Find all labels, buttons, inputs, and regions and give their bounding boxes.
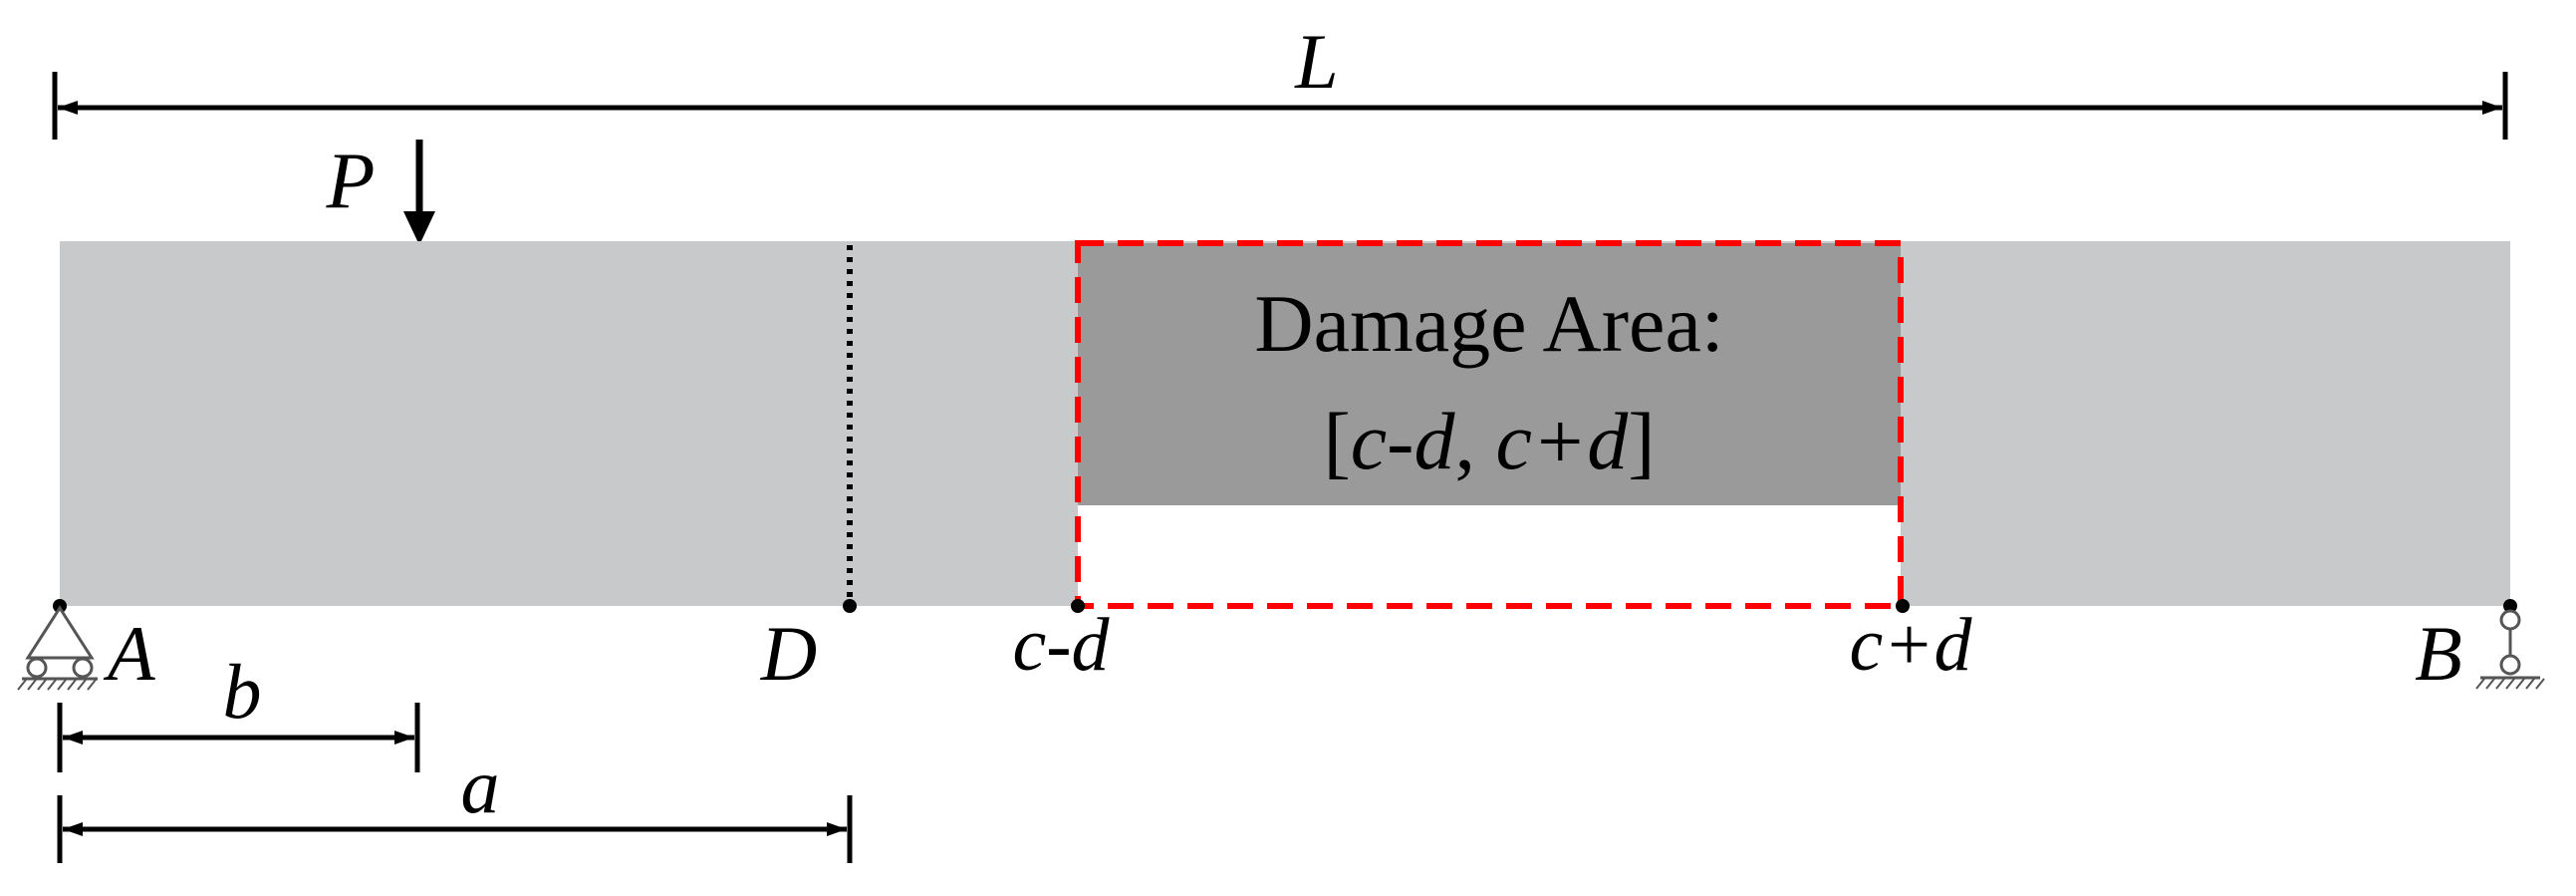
damage-range-sep: , xyxy=(1454,396,1495,486)
pin-support-icon xyxy=(17,605,98,691)
damage-range-open: [ xyxy=(1323,396,1350,486)
dim-a-label: a xyxy=(461,743,500,829)
dim-b-label: b xyxy=(223,648,262,735)
damage-range-close: ] xyxy=(1628,396,1655,486)
node-c-minus-d xyxy=(1071,599,1085,613)
node-c-plus-d xyxy=(1896,599,1910,613)
damage-range-end: c+d xyxy=(1495,396,1629,486)
point-label-d: D xyxy=(760,610,817,697)
span-label: L xyxy=(1294,18,1338,105)
damage-end-label: c+d xyxy=(1849,603,1972,687)
support-label-b: B xyxy=(2415,610,2462,697)
damage-range: [c-d, c+d] xyxy=(1323,396,1655,486)
damage-title: Damage Area: xyxy=(1254,278,1723,369)
node-b xyxy=(2503,599,2517,613)
dimension-a: a xyxy=(57,743,853,863)
damage-start-label: c-d xyxy=(1012,603,1110,687)
damage-border xyxy=(1075,240,1904,609)
damage-range-start: c-d xyxy=(1351,396,1456,486)
down-arrow-icon xyxy=(403,140,435,245)
span-dimension: L xyxy=(52,18,2508,140)
support-label-a: A xyxy=(103,610,155,697)
node-d xyxy=(843,599,857,613)
node-points xyxy=(53,599,2517,613)
damage-area: Damage Area: [c-d, c+d] xyxy=(1075,240,1904,609)
dimension-b: b xyxy=(57,648,420,772)
damage-cutout xyxy=(1078,505,1901,606)
load-label: P xyxy=(326,138,376,225)
load: P xyxy=(326,138,435,245)
roller-support-icon xyxy=(2475,609,2545,690)
damage-fill xyxy=(1078,243,1901,506)
